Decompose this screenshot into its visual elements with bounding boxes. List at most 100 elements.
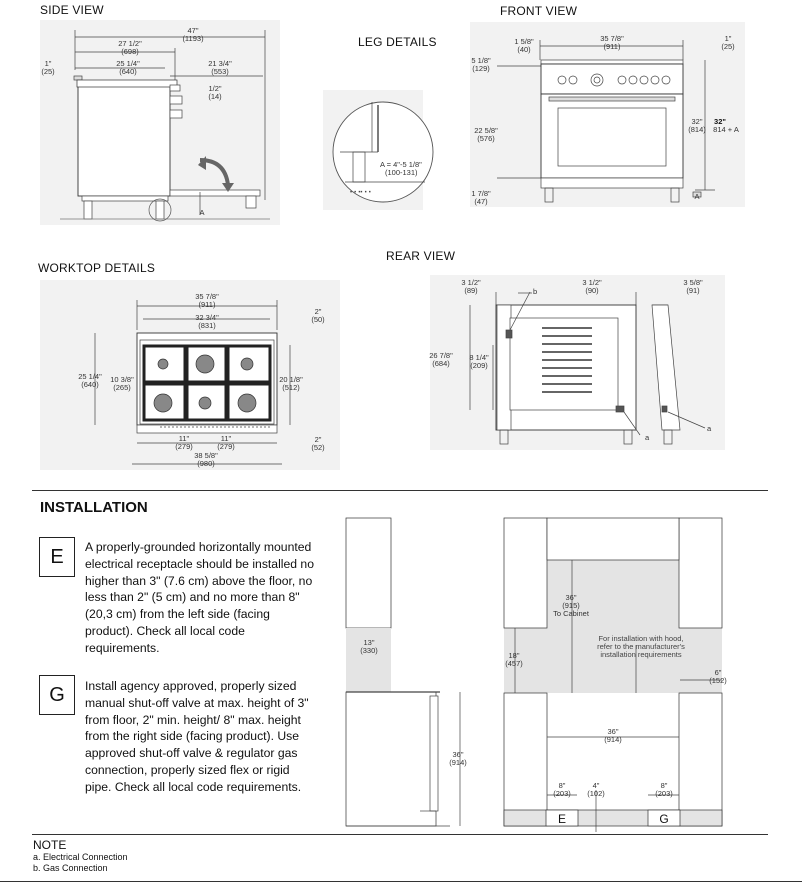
side-view-title: SIDE VIEW (40, 3, 104, 17)
electrical-letter-box: E (39, 537, 75, 577)
front-view-drawing (470, 22, 745, 207)
svg-text:6": 6" (715, 668, 722, 677)
note-item-electrical: a. Electrical Connection (33, 852, 128, 862)
svg-text:a: a (707, 424, 712, 433)
leg-dim-line2: (100-131) (385, 168, 418, 177)
svg-text:(512): (512) (282, 383, 300, 392)
svg-text:3 5/8": 3 5/8" (683, 278, 703, 287)
svg-text:(576): (576) (477, 134, 495, 143)
side-dim-d3-mm: (553) (211, 67, 229, 76)
svg-text:(914): (914) (604, 735, 622, 744)
svg-text:(457): (457) (505, 659, 523, 668)
side-dim-d3: 21 3/4" (208, 59, 232, 68)
svg-text:(265): (265) (113, 383, 131, 392)
section-divider (32, 490, 768, 491)
svg-text:(980): (980) (197, 459, 215, 468)
svg-text:b: b (533, 287, 537, 296)
svg-text:814 + A: 814 + A (713, 125, 739, 134)
worktop-drawing (40, 280, 340, 470)
leg-details-title: LEG DETAILS (358, 35, 437, 49)
svg-text:(203): (203) (655, 789, 673, 798)
svg-text:3 1/2": 3 1/2" (582, 278, 602, 287)
side-view-dimensions: 47" (1193) 27 1/2" (698) 25 1/4" (640) 2… (41, 26, 232, 217)
svg-text:(914): (914) (449, 758, 467, 767)
side-dim-overall-mm: (1193) (182, 34, 204, 43)
svg-text:(50): (50) (311, 315, 325, 324)
svg-text:(91): (91) (686, 286, 700, 295)
side-dim-d2-mm: (640) (119, 67, 137, 76)
rear-view-dimensions: 3 1/2" (89) 3 1/2" (90) 3 5/8" (91) 26 7… (429, 278, 712, 442)
svg-text:(831): (831) (198, 321, 216, 330)
svg-text:E: E (558, 812, 566, 826)
side-view-drawing (40, 20, 280, 225)
svg-text:(89): (89) (464, 286, 478, 295)
svg-text:(279): (279) (175, 442, 193, 451)
side-dim-overall: 47" (187, 26, 198, 35)
svg-text:(25): (25) (721, 42, 735, 51)
rear-view-title: REAR VIEW (386, 249, 456, 263)
side-marker-a: A (199, 208, 204, 217)
svg-text:G: G (659, 812, 668, 826)
electrical-instructions: A properly-grounded horizontally mounted… (85, 540, 314, 655)
svg-text:26 7/8": 26 7/8" (429, 351, 453, 360)
note-item-gas: b. Gas Connection (33, 863, 108, 873)
svg-text:32": 32" (691, 117, 702, 126)
side-dim-d2: 25 1/4" (116, 59, 140, 68)
rear-view-drawing (430, 275, 725, 450)
svg-text:11": 11" (221, 434, 232, 443)
side-dim-d4: 1" (45, 59, 52, 68)
svg-text:22 5/8": 22 5/8" (474, 126, 498, 135)
svg-text:35 7/8": 35 7/8" (600, 34, 624, 43)
front-view-dimensions: 35 7/8" (911) 1 5/8" (40) 1" (25) 5 1/8"… (471, 34, 739, 206)
side-dim-d1: 27 1/2" (118, 39, 142, 48)
svg-text:36": 36" (607, 727, 618, 736)
front-view-title: FRONT VIEW (500, 4, 578, 18)
side-dim-d5: 1/2" (208, 84, 221, 93)
svg-text:. . .. . .: . . .. . . (350, 185, 371, 194)
svg-text:8 1/4": 8 1/4" (469, 353, 489, 362)
svg-text:a: a (645, 433, 650, 442)
electrical-letter: E (50, 545, 64, 568)
side-dim-d4-mm: (25) (41, 67, 55, 76)
gas-instructions: Install agency approved, properly sized … (85, 679, 309, 794)
svg-text:(129): (129) (472, 64, 490, 73)
svg-text:1 7/8": 1 7/8" (471, 189, 491, 198)
bottom-divider (0, 881, 802, 882)
svg-text:11": 11" (179, 434, 190, 443)
svg-text:(152): (152) (709, 676, 727, 685)
worktop-dimensions: 35 7/8" (911) 32 3/4" (831) 2" (50) 25 1… (78, 292, 325, 468)
svg-text:(52): (52) (311, 443, 325, 452)
svg-text:1": 1" (725, 34, 732, 43)
note-title: NOTE (33, 838, 67, 852)
side-dim-d5-mm: (14) (208, 92, 222, 101)
install-side-dimensions: 13" (330) 36" (914) (360, 638, 467, 767)
install-front-dimensions: 36" (915) To Cabinet 18" (457) For insta… (505, 593, 727, 826)
svg-text:(911): (911) (604, 42, 621, 51)
svg-text:4": 4" (593, 781, 600, 790)
svg-text:(330): (330) (360, 646, 378, 655)
worktop-details-title: WORKTOP DETAILS (38, 261, 156, 275)
svg-text:38 5/8": 38 5/8" (194, 451, 218, 460)
note-divider (32, 834, 768, 835)
svg-text:installation requirements: installation requirements (600, 650, 682, 659)
svg-text:18": 18" (508, 651, 519, 660)
installation-title: INSTALLATION (40, 499, 148, 516)
svg-text:13": 13" (363, 638, 374, 647)
svg-text:(915): (915) (562, 601, 580, 610)
svg-text:25 1/4": 25 1/4" (78, 372, 102, 381)
svg-text:10 3/8": 10 3/8" (110, 375, 134, 384)
svg-text:To Cabinet: To Cabinet (553, 609, 590, 618)
svg-text:2": 2" (315, 307, 322, 316)
leg-dim-line1: A = 4"-5 1/8" (380, 160, 422, 169)
leg-details-drawing: . . .. . . (323, 90, 434, 210)
svg-text:(47): (47) (474, 197, 488, 206)
svg-text:3 1/2": 3 1/2" (461, 278, 481, 287)
svg-text:36": 36" (452, 750, 463, 759)
svg-text:36": 36" (565, 593, 576, 602)
svg-text:35 7/8": 35 7/8" (195, 292, 219, 301)
svg-text:32": 32" (714, 117, 726, 126)
svg-text:(90): (90) (585, 286, 599, 295)
svg-text:(40): (40) (517, 45, 531, 54)
svg-text:20 1/8": 20 1/8" (279, 375, 303, 384)
